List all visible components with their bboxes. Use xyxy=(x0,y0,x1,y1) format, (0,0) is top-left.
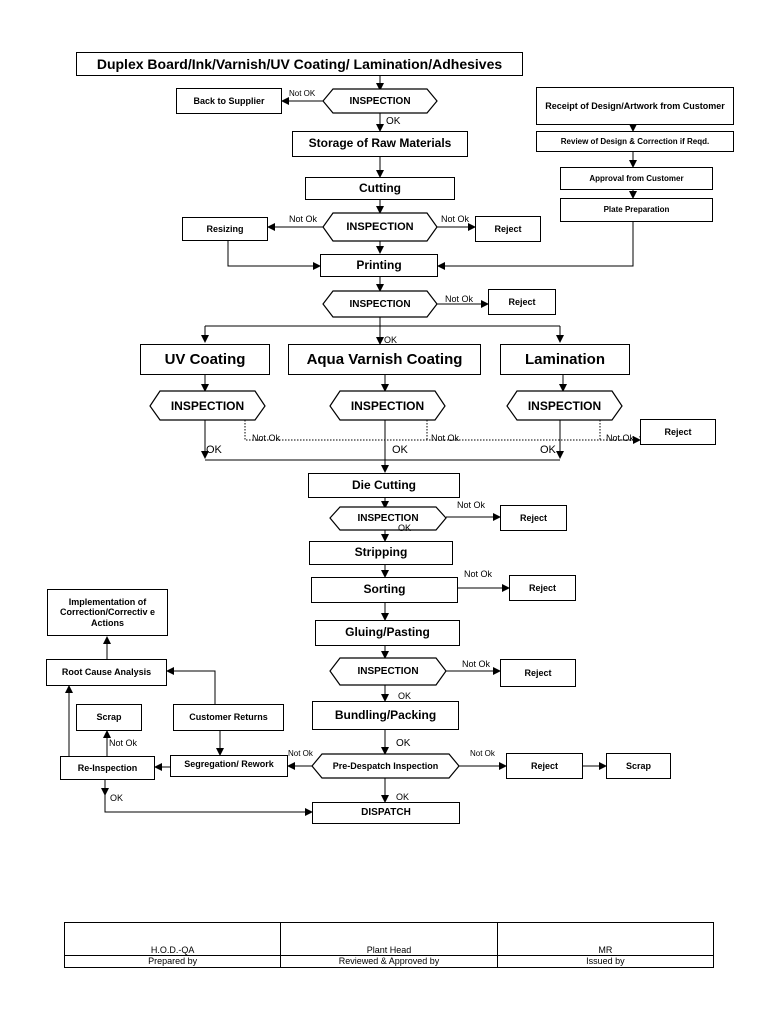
die-cutting-box: Die Cutting xyxy=(308,473,460,498)
signature-table: H.O.D.-QA Plant Head MR Prepared by Revi… xyxy=(63,922,715,968)
reject-box-1: Reject xyxy=(475,216,541,242)
reinspection-box: Re-Inspection xyxy=(60,756,155,780)
label-ok-uv: OK xyxy=(206,444,222,456)
reject-box-6: Reject xyxy=(500,659,576,687)
label-ok-1: OK xyxy=(386,116,401,127)
label-not-ok-resizing: Not Ok xyxy=(289,214,318,224)
customer-returns-box: Customer Returns xyxy=(173,704,284,731)
reject-box-2: Reject xyxy=(488,289,556,315)
reject-box-4: Reject xyxy=(500,505,567,531)
segregation-box: Segregation/ Rework xyxy=(170,755,288,777)
sorting-box: Sorting xyxy=(311,577,458,603)
issued-by-label: Issued by xyxy=(496,955,715,968)
reject-box-7: Reject xyxy=(506,753,583,779)
inspection-label-3: INSPECTION xyxy=(349,298,411,310)
inspection-shape-2 xyxy=(322,212,438,242)
label-not-ok-reject-2: Not Ok xyxy=(445,294,474,304)
pre-despatch-label: Pre-Despatch Inspection xyxy=(332,761,439,771)
inspection-label-glue: INSPECTION xyxy=(357,666,419,677)
inspection-label-aqua: INSPECTION xyxy=(350,398,425,413)
approval-box: Approval from Customer xyxy=(560,167,713,190)
inspection-shape-glue xyxy=(329,657,447,686)
stripping-box: Stripping xyxy=(309,541,453,565)
label-not-ok-sorting: Not Ok xyxy=(464,569,493,579)
plate-prep-box: Plate Preparation xyxy=(560,198,713,222)
root-cause-box: Root Cause Analysis xyxy=(46,659,167,686)
inspection-shape-1 xyxy=(322,88,438,114)
label-ok-die: OK xyxy=(398,523,412,533)
label-ok-lam: OK xyxy=(540,444,556,456)
printing-box: Printing xyxy=(320,254,438,277)
scrap-box-left: Scrap xyxy=(76,704,142,731)
prepared-by-name: H.O.D.-QA xyxy=(63,922,282,956)
scrap-box-right: Scrap xyxy=(606,753,671,779)
inspection-label-uv: INSPECTION xyxy=(170,398,245,413)
uv-coating-box: UV Coating xyxy=(140,344,270,375)
reject-box-5: Reject xyxy=(509,575,576,601)
label-ok-dispatch: OK xyxy=(396,792,410,802)
label-ok-reinspection: OK xyxy=(110,793,124,803)
label-not-ok-segregation: Not Ok xyxy=(288,749,313,758)
prepared-by-label: Prepared by xyxy=(63,955,282,968)
resizing-box: Resizing xyxy=(182,217,268,241)
lamination-box: Lamination xyxy=(500,344,630,375)
label-not-ok-supplier: Not OK xyxy=(289,89,316,98)
label-ok-2: OK xyxy=(384,335,398,345)
inspection-shape-3 xyxy=(322,290,438,318)
issued-by-name: MR xyxy=(496,922,715,956)
inspection-label-2: INSPECTION xyxy=(346,221,414,233)
label-not-ok-scrap: Not Ok xyxy=(109,738,138,748)
label-ok-glue: OK xyxy=(398,691,412,701)
back-to-supplier-box: Back to Supplier xyxy=(176,88,282,114)
reject-box-3: Reject xyxy=(640,419,716,445)
gluing-box: Gluing/Pasting xyxy=(315,620,460,646)
aqua-varnish-box: Aqua Varnish Coating xyxy=(288,344,481,375)
storage-box: Storage of Raw Materials xyxy=(292,131,468,157)
inspection-shape-lam xyxy=(506,390,623,421)
raw-materials-box: Duplex Board/Ink/Varnish/UV Coating/ Lam… xyxy=(76,52,523,76)
reviewed-by-label: Reviewed & Approved by xyxy=(280,955,498,968)
cutting-box: Cutting xyxy=(305,177,455,200)
label-ok-aqua: OK xyxy=(392,444,408,456)
inspection-label-1: INSPECTION xyxy=(349,95,411,107)
bundling-box: Bundling/Packing xyxy=(312,701,459,730)
inspection-label-lam: INSPECTION xyxy=(527,398,602,413)
label-not-ok-pre-despatch: Not Ok xyxy=(470,749,495,758)
review-design-box: Review of Design & Correction if Reqd. xyxy=(536,131,734,152)
receipt-design-box: Receipt of Design/Artwork from Customer xyxy=(536,87,734,125)
inspection-shape-die xyxy=(329,506,447,531)
implementation-box: Implementation of Correction/Correctiv e… xyxy=(47,589,168,636)
label-not-ok-lam: Not Ok xyxy=(606,433,635,443)
label-not-ok-glue: Not Ok xyxy=(462,659,491,669)
inspection-shape-uv xyxy=(149,390,266,421)
label-ok-bundling: OK xyxy=(396,738,411,749)
label-not-ok-aqua: Not Ok xyxy=(431,433,460,443)
pre-despatch-shape xyxy=(311,753,460,779)
label-not-ok-reject-1: Not Ok xyxy=(441,214,470,224)
inspection-label-die: INSPECTION xyxy=(357,513,419,524)
inspection-shape-aqua xyxy=(329,390,446,421)
dispatch-box: DISPATCH xyxy=(312,802,460,824)
label-not-ok-uv: Not Ok xyxy=(252,433,281,443)
label-not-ok-die: Not Ok xyxy=(457,500,486,510)
reviewed-by-name: Plant Head xyxy=(280,922,498,956)
